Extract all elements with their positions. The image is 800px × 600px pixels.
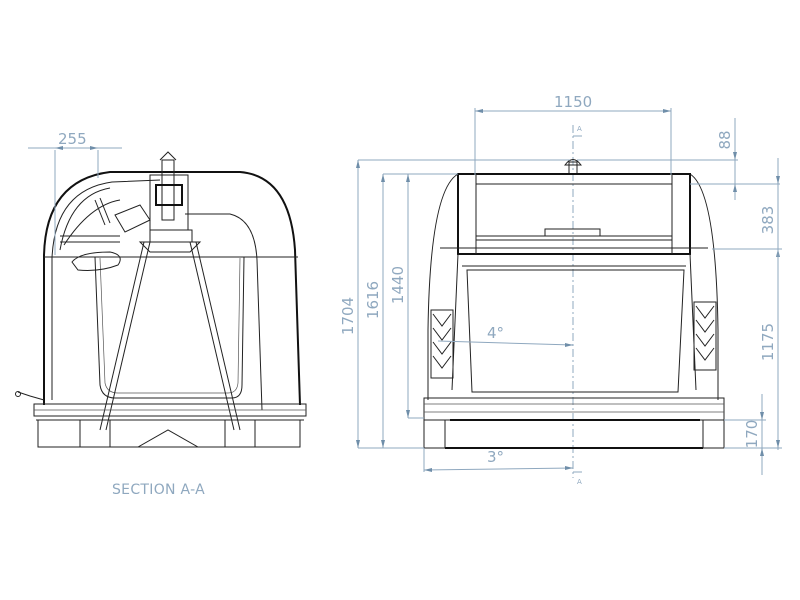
section-a-a-view: 255 SECTION A-A (15, 130, 307, 498)
dim-170: 170 (743, 420, 761, 449)
dim-1440: 1440 (389, 266, 407, 304)
dim-1616: 1616 (364, 281, 382, 319)
dim-255: 255 (58, 130, 87, 148)
dim-1175: 1175 (759, 323, 777, 361)
section-marker-top: A (577, 125, 582, 133)
section-marker-bottom: A (577, 478, 582, 486)
section-title: SECTION A-A (112, 482, 205, 498)
dim-1704: 1704 (339, 297, 357, 335)
dim-1150: 1150 (554, 93, 592, 111)
dim-383: 383 (759, 206, 777, 235)
dim-88: 88 (716, 130, 734, 149)
dim-angle-3: 3° (487, 448, 504, 466)
dim-angle-4: 4° (487, 324, 504, 342)
front-view: A A (339, 93, 782, 486)
